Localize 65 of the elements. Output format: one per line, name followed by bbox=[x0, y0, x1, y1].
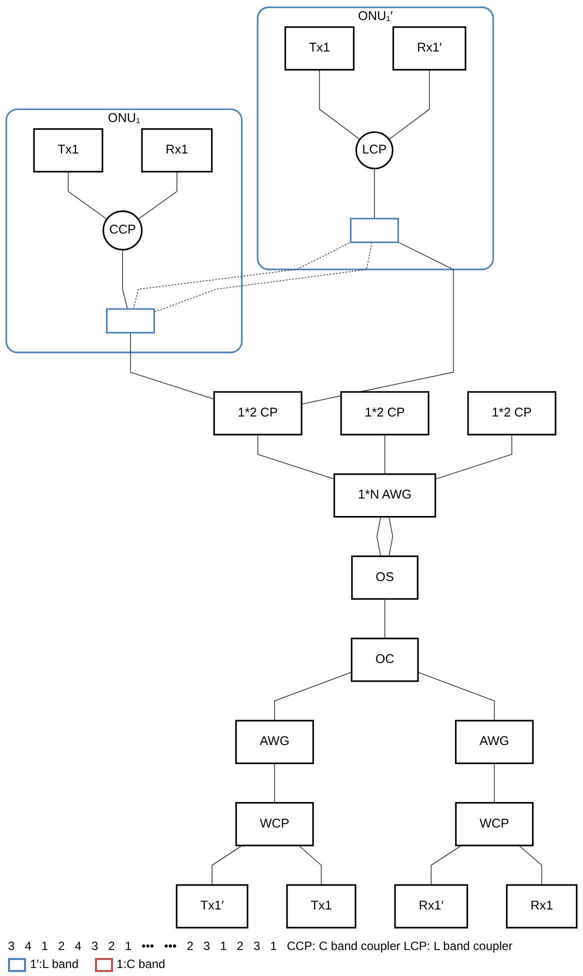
connector bbox=[418, 672, 495, 722]
node-box: 1*2 CP bbox=[467, 391, 556, 436]
node-box: AWG bbox=[454, 720, 534, 764]
connector bbox=[274, 672, 352, 722]
node-box: Rx1 bbox=[506, 884, 578, 929]
port-number: ••• bbox=[142, 939, 154, 954]
connector bbox=[374, 168, 375, 220]
port-number: 3 bbox=[8, 939, 15, 954]
node-box: Rx1′ bbox=[394, 884, 468, 929]
connector bbox=[388, 69, 430, 140]
node-box: Tx1 bbox=[33, 128, 104, 173]
port-number: 4 bbox=[24, 939, 32, 954]
port-number: 1 bbox=[220, 939, 227, 954]
node-box bbox=[350, 218, 399, 244]
port-number: ••• bbox=[164, 939, 177, 954]
connector bbox=[301, 242, 454, 405]
node-box: WCP bbox=[235, 802, 314, 846]
node-circle: LCP bbox=[355, 131, 394, 170]
port-number: 2 bbox=[186, 939, 194, 954]
port-number: 4 bbox=[74, 939, 82, 954]
note-text: CCP: C band coupler LCP: L band coupler bbox=[286, 939, 513, 954]
legend-text: 1:C band bbox=[116, 957, 166, 972]
node-box: 1*2 CP bbox=[213, 391, 302, 436]
node-box: 1*2 CP bbox=[340, 391, 430, 436]
node-box: Tx1′ bbox=[176, 884, 248, 929]
node-box: 1*N AWG bbox=[334, 473, 436, 518]
connector bbox=[212, 845, 243, 886]
connector bbox=[430, 845, 462, 886]
port-number: 1 bbox=[124, 939, 132, 954]
node-box: WCP bbox=[455, 802, 534, 846]
connector bbox=[384, 434, 386, 475]
node-box: OS bbox=[351, 556, 418, 600]
connector bbox=[518, 845, 542, 886]
connector bbox=[138, 171, 178, 220]
port-number: 1 bbox=[41, 939, 48, 954]
node-circle: CCP bbox=[102, 210, 143, 251]
port-number: 2 bbox=[58, 939, 65, 954]
port-number: 1 bbox=[270, 939, 277, 954]
connector bbox=[434, 434, 512, 480]
node-box: Tx1 bbox=[286, 884, 356, 929]
connector bbox=[68, 171, 108, 220]
connector bbox=[376, 516, 382, 557]
port-number: 3 bbox=[91, 939, 98, 954]
connector bbox=[319, 69, 360, 140]
legend-text: 1′:L band bbox=[30, 957, 79, 972]
connector bbox=[274, 763, 275, 804]
port-number: 2 bbox=[236, 939, 244, 954]
node-box: Rx1′ bbox=[392, 26, 466, 71]
connector bbox=[154, 242, 372, 313]
connector bbox=[257, 434, 335, 480]
connector bbox=[122, 249, 128, 310]
node-box: Rx1 bbox=[141, 128, 213, 173]
port-number: 3 bbox=[203, 939, 210, 954]
connector bbox=[494, 763, 495, 804]
connector bbox=[384, 598, 386, 639]
node-box: OC bbox=[350, 638, 419, 682]
connector bbox=[388, 516, 394, 557]
port-number: 3 bbox=[253, 939, 260, 954]
node-box: AWG bbox=[235, 720, 314, 764]
node-box bbox=[106, 308, 155, 334]
connector bbox=[133, 242, 352, 310]
port-number: 2 bbox=[108, 939, 115, 954]
connector bbox=[130, 332, 214, 400]
node-box: Tx1 bbox=[284, 26, 355, 71]
connector bbox=[298, 845, 322, 886]
